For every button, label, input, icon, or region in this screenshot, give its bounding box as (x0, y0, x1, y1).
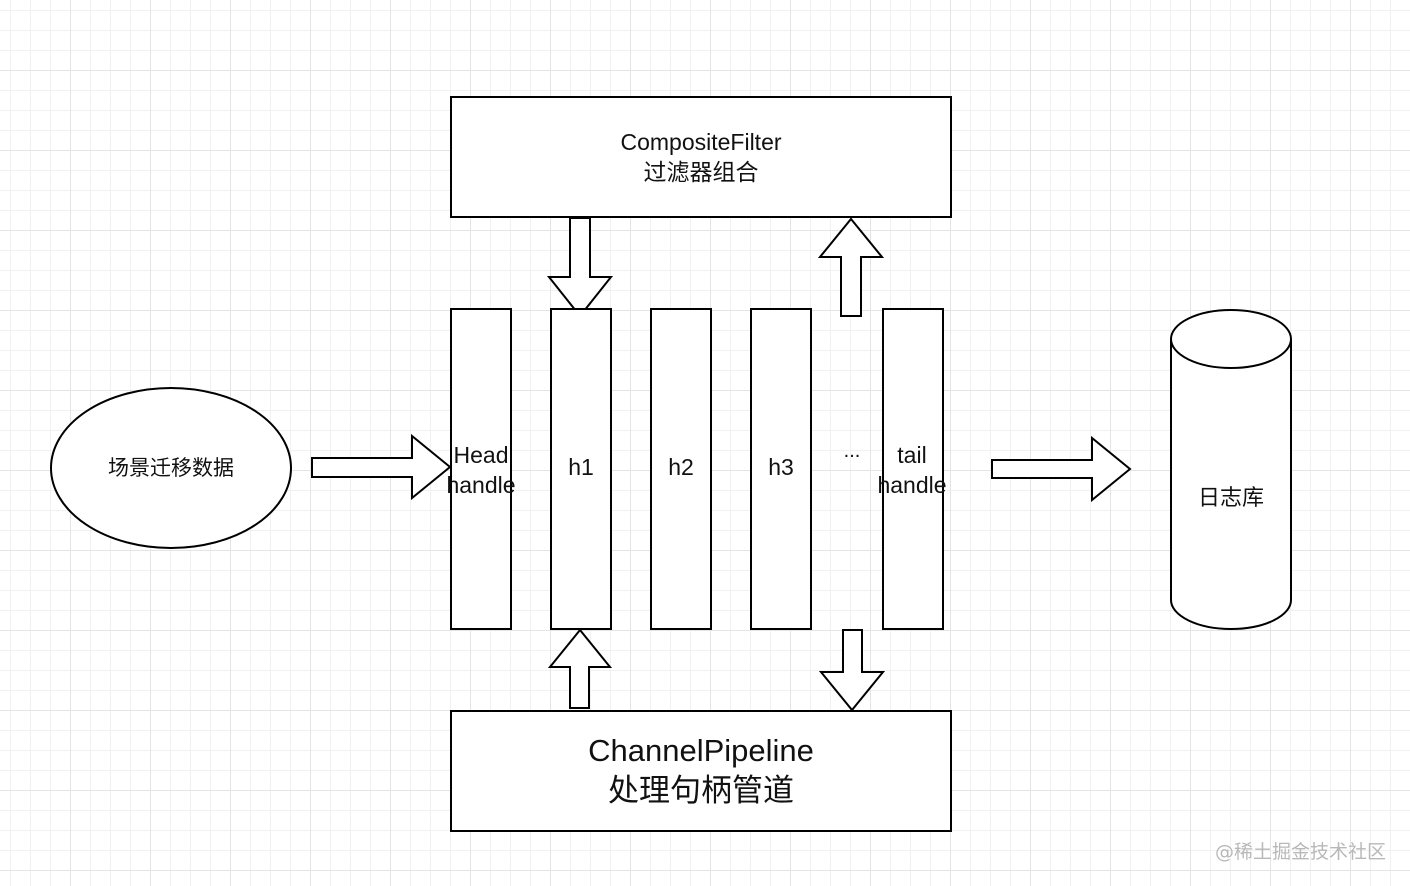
h2-handler-box (650, 308, 712, 630)
tail-handler-line2: handle (877, 472, 947, 498)
composite-filter-title: CompositeFilter (620, 129, 782, 155)
source-label: 场景迁移数据 (108, 457, 234, 480)
tail-handler-box (882, 308, 944, 630)
arrow-tail-to-filter (817, 217, 885, 317)
arrow-source-to-head (311, 433, 452, 501)
h1-handler-box (550, 308, 612, 630)
log-store-cylinder (1170, 309, 1292, 630)
source-ellipse (50, 387, 292, 549)
head-handler-box (450, 308, 512, 630)
h2-handler-label: h2 (668, 454, 694, 480)
channel-pipeline-box: ChannelPipeline 处理句柄管道 (450, 710, 952, 832)
composite-filter-box: CompositeFilter 过滤器组合 (450, 96, 952, 218)
arrow-filter-to-h1 (546, 217, 614, 318)
composite-filter-subtitle: 过滤器组合 (643, 159, 759, 185)
head-handler-line2: handle (446, 472, 516, 498)
head-handler-line1: Head (453, 442, 509, 468)
channel-pipeline-title: ChannelPipeline (588, 733, 814, 768)
watermark: @稀土掘金技术社区 (1214, 841, 1386, 863)
arrow-tail-to-log (991, 435, 1132, 503)
arrow-pipeline-to-h1 (547, 628, 613, 709)
head-handler-label: Head handle (431, 440, 531, 500)
h3-handler-label: h3 (768, 454, 794, 480)
arrow-tail-to-pipeline (818, 629, 886, 712)
channel-pipeline-subtitle: 处理句柄管道 (608, 773, 794, 808)
tail-handler-label: tail handle (862, 440, 962, 500)
h1-handler-label: h1 (568, 454, 594, 480)
handler-ellipsis: ... (843, 440, 861, 462)
log-store-label: 日志库 (1197, 485, 1264, 510)
h3-handler-box (750, 308, 812, 630)
tail-handler-line1: tail (897, 442, 927, 468)
